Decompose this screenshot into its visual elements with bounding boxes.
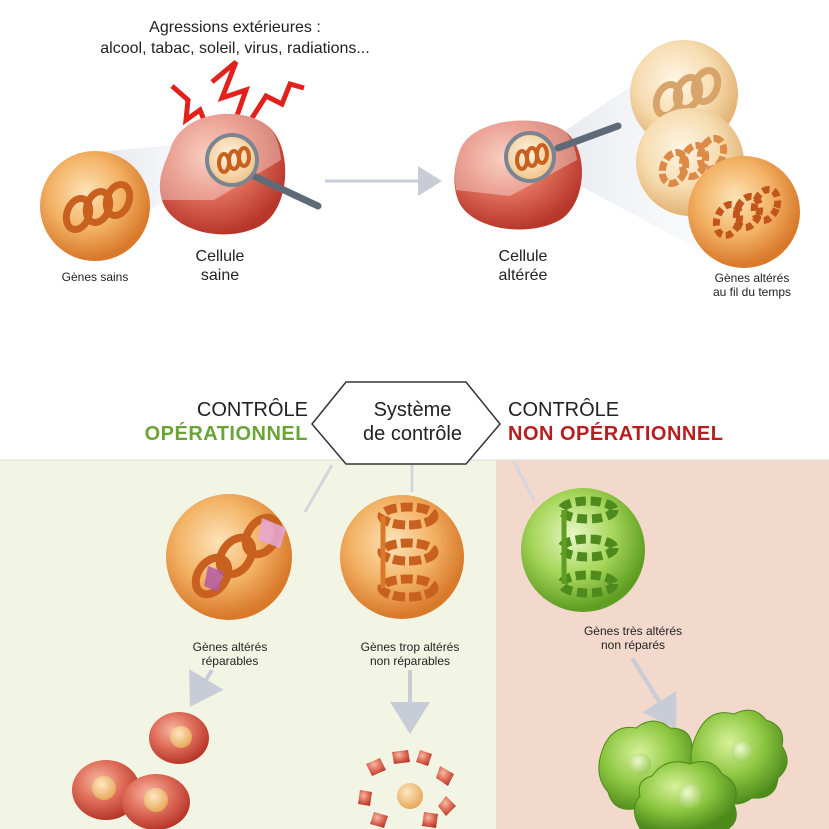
control-operational-label: CONTRÔLE OPÉRATIONNEL [144, 399, 308, 445]
arrow-not-repaired [630, 656, 677, 729]
arrow-repairable [189, 668, 224, 707]
control-non-operational-label: CONTRÔLE NON OPÉRATIONNEL [508, 399, 724, 445]
magnifier-right-icon [504, 122, 622, 183]
magnifier-left-icon [205, 133, 322, 210]
altered-genes-sphere-3 [688, 156, 800, 268]
aggression-items: alcool, tabac, soleil, virus, radiations… [100, 40, 370, 57]
not-repaired-genes-sphere [521, 488, 645, 612]
magnify-cone-right [540, 80, 700, 250]
healthy-genes-label: Gènes sains [61, 270, 129, 284]
cell-fragments [358, 750, 456, 828]
control-system-hexagon [311, 381, 501, 465]
dividing-cells [72, 712, 209, 829]
aggression-title: Agressions extérieures : [149, 19, 321, 36]
repairable-genes-sphere [166, 494, 292, 620]
non-repairable-genes-sphere [340, 495, 464, 619]
cancer-cells [598, 709, 788, 829]
healthy-genes-sphere [40, 151, 150, 261]
